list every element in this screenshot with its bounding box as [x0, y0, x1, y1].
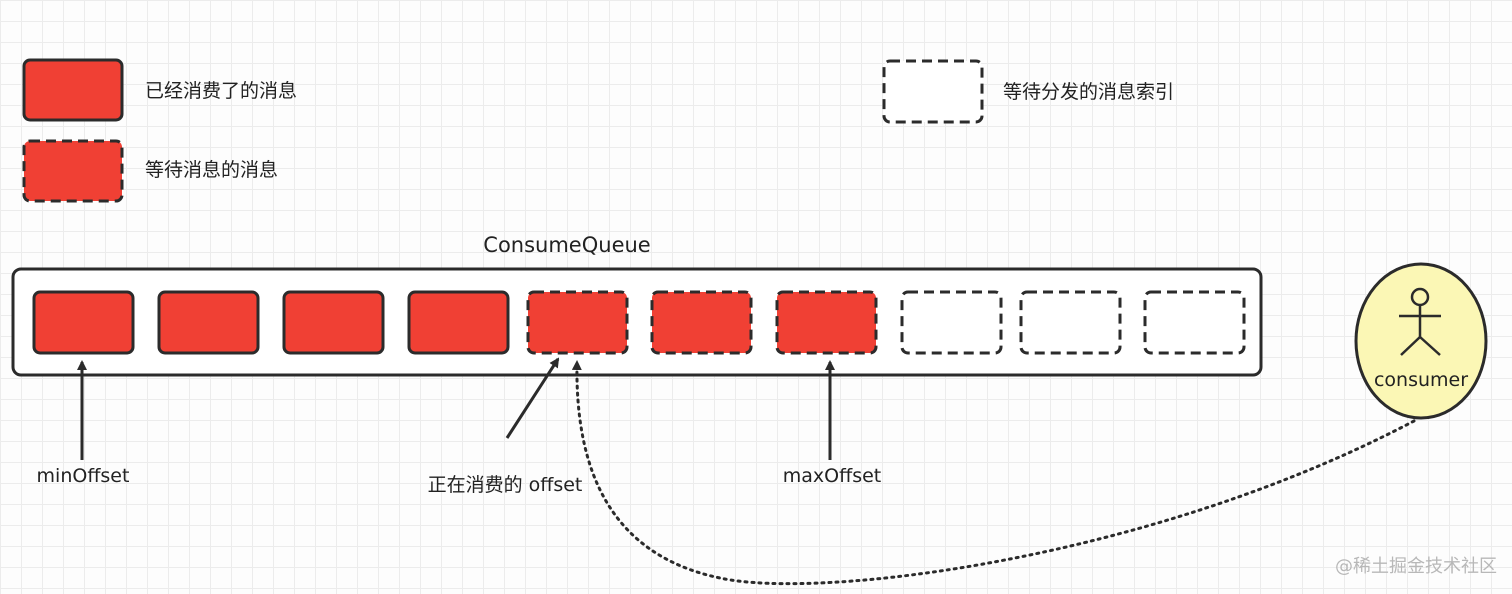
- consumer-circle: [1354, 262, 1488, 420]
- legend-waiting-label: 等待消息的消息: [145, 159, 278, 181]
- queue-slot-consumed: [32, 290, 135, 355]
- queue-slot-consumed: [407, 290, 510, 355]
- consumer-label: consumer: [1374, 369, 1468, 391]
- queue-slot-waiting: [775, 290, 878, 355]
- consumer-to-offset-dotted-arrow: [571, 360, 1416, 586]
- queue-slot-consumed: [282, 290, 385, 355]
- current-offset-arrow: [505, 357, 560, 439]
- pointer-arrows: [77, 357, 835, 460]
- legend-pending-index-label: 等待分发的消息索引: [1003, 81, 1174, 103]
- queue-title: ConsumeQueue: [483, 233, 650, 257]
- legend: 已经消费了的消息 等待消息的消息 等待分发的消息索引: [22, 58, 1174, 203]
- legend-pending-index-swatch: [882, 59, 984, 124]
- queue-slots: [32, 290, 1246, 355]
- consumer-node: consumer: [1354, 262, 1488, 420]
- min-offset-label: minOffset: [37, 465, 130, 487]
- queue-slot-empty: [900, 290, 1003, 355]
- legend-consumed-swatch: [22, 58, 124, 122]
- queue-slot-consumed: [157, 290, 260, 355]
- queue-slot-empty: [1019, 290, 1122, 355]
- current-offset-label: 正在消费的 offset: [428, 474, 583, 496]
- stick-figure-icon: [1399, 287, 1441, 356]
- watermark: @稀土掘金技术社区: [1335, 556, 1497, 577]
- legend-waiting-swatch: [22, 139, 124, 203]
- queue-slot-waiting: [650, 290, 753, 355]
- queue-slot-empty: [1143, 290, 1246, 355]
- max-offset-label: maxOffset: [783, 465, 881, 487]
- legend-consumed-label: 已经消费了的消息: [145, 80, 297, 102]
- queue-slot-waiting: [526, 290, 629, 355]
